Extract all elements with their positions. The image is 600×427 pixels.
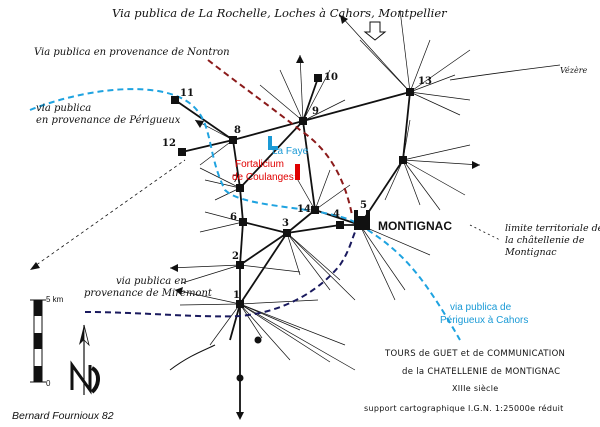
tower-2 [236,261,244,269]
tower-num-6: 6 [230,212,237,223]
title-line-2: de la CHATELLENIE de MONTIGNAC [402,367,560,377]
lafaye-marker [268,136,278,150]
title-line-3: XIIIe siècle [452,383,498,393]
label-road-miremont-1: via publica en [116,276,187,287]
label-coulanges-1: Fortalicium [235,159,284,170]
tower-6 [239,218,247,226]
tower-num-8: 8 [234,125,241,136]
tower-9 [299,117,307,125]
label-road-top: Via publica de La Rochelle, Loches à Cah… [112,6,448,20]
tower-num-9: 9 [312,106,319,117]
coulanges-marker [295,164,300,180]
tower-14 [311,206,319,214]
title-line-1: TOURS de GUET et de COMMUNICATION [384,349,565,359]
label-road-perigueux-2: en provenance de Périgueux [36,115,181,126]
label-limit-1: limite territoriale de [505,223,600,234]
vezere-river [449,64,561,81]
towers [171,74,414,308]
tower-numbers: 1 2 3 4 5 6 7 8 9 10 11 12 13 14 [162,72,432,301]
tower-8 [229,136,237,144]
label-road-nontron: Via publica en provenance de Nontron [34,47,230,58]
territorial-limit [31,159,186,269]
tower-num-7: 7 [232,174,239,185]
tower-east [399,156,407,164]
ray-arrowheads [170,15,480,420]
tower-num-1: 1 [233,290,240,301]
limit-dots-right [469,224,501,241]
label-road-perigueux-1: via publica [36,103,91,114]
tower-12 [178,148,186,156]
tower-num-10: 10 [324,72,338,83]
tower-3 [283,229,291,237]
label-montignac: MONTIGNAC [378,219,452,233]
road-perigueux [29,88,461,341]
tower-num-5: 5 [360,200,367,211]
montignac-castle [354,210,370,230]
stream [169,344,216,371]
label-vezere: Vézère [560,66,588,75]
label-lafaye: La Faye [272,146,309,157]
tower-1 [236,300,244,308]
north-road-arrow [363,21,387,41]
label-limit-2: la châtellenie de [505,235,585,246]
sight-lines [169,9,481,371]
road-nontron [207,59,353,216]
communication-network [174,77,411,415]
label-road-cahors-1: via publica de [450,302,512,313]
tower-10 [314,74,322,82]
tower-11 [171,96,179,104]
tower-4 [336,221,344,229]
label-road-miremont-2: provenance de Miremont [84,288,213,299]
label-coulanges-2: de Coulanges [232,172,294,183]
north-arrow-icon [70,324,100,395]
tower-7 [236,184,244,192]
small-tower-a [254,336,262,344]
tower-13 [406,88,414,96]
scale-label-0: 0 [46,379,51,388]
scale-bar [30,299,46,383]
source-line: support cartographique I.G.N. 1:25000e r… [364,403,564,413]
label-road-cahors-2: Périgueux à Cahors [440,315,528,326]
road-miremont [84,229,357,318]
scale-label-5km: 5 km [46,295,64,304]
author: Bernard Fournioux 82 [12,410,114,422]
label-limit-3: Montignac [504,247,557,258]
tower-num-3: 3 [282,218,289,229]
tower-num-14: 14 [297,204,311,215]
tower-num-11: 11 [180,88,194,99]
tower-num-4: 4 [333,209,340,220]
limit-arrow [30,262,40,270]
tower-num-13: 13 [418,76,432,87]
small-tower-b [236,374,244,382]
tower-num-2: 2 [232,251,239,262]
tower-num-12: 12 [162,138,176,149]
